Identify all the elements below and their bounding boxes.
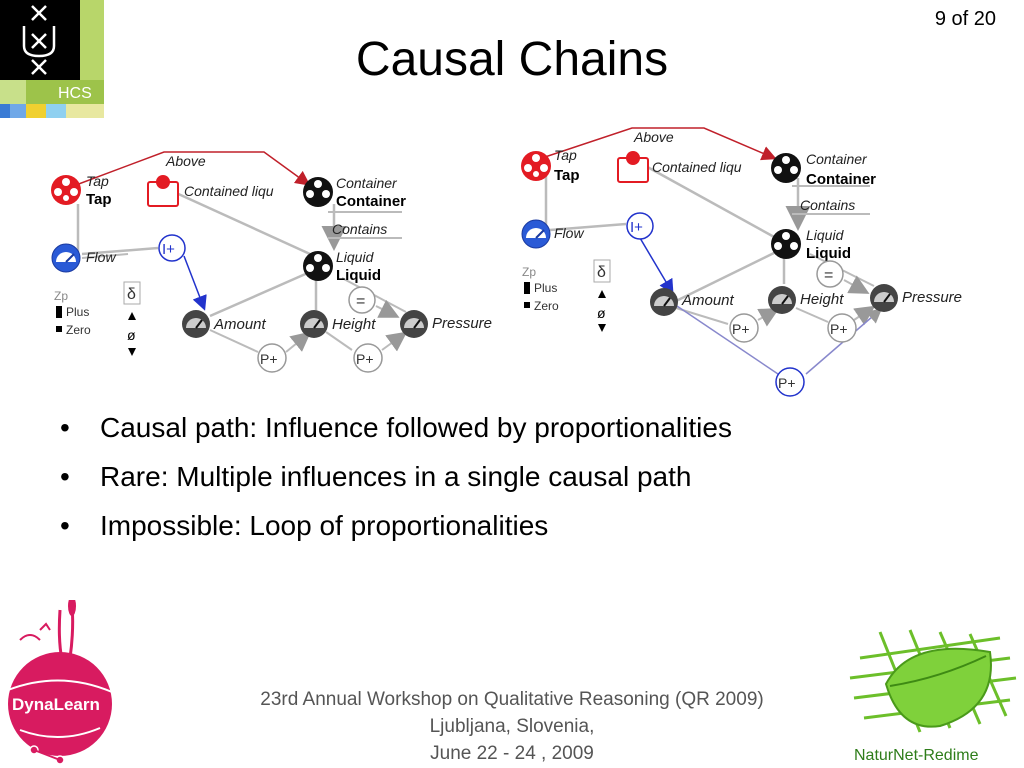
tap-type-label: Tap [554,147,577,163]
prop-label: P+ [830,321,848,337]
bullet-item: Impossible: Loop of proportionalities [60,506,732,555]
container-name-label: Container [806,171,876,188]
prop-label: P+ [778,375,796,391]
flow-quantity-icon [51,243,81,273]
hcs-text: HCS [58,85,92,102]
container-entity-icon [303,177,333,207]
equals-correspondence: = [348,286,376,314]
slide-title: Causal Chains [355,33,669,86]
contains-relation-label: Contains [800,197,855,213]
contained-liquid-label: Contained liqu [652,159,742,175]
height-quantity-icon [300,310,328,338]
pressure-quantity-icon [400,310,428,338]
prop-label: P+ [732,321,750,337]
contains-relation-label: Contains [332,221,387,237]
equals-label: = [356,293,365,310]
proportionality-p-plus: P+ [827,313,857,343]
pressure-label: Pressure [902,289,962,306]
naturnet-text: NaturNet-Redime [854,747,979,764]
above-relation-label: Above [633,129,674,145]
flow-label: Flow [554,225,584,241]
amount-label: Amount [681,292,735,309]
pressure-label: Pressure [432,315,492,332]
tap-entity-icon [521,151,551,181]
footer: 23rd Annual Workshop on Qualitative Reas… [0,686,1024,767]
influence-label: I+ [630,219,643,236]
influence-label: I+ [162,241,175,258]
equals-correspondence: = [816,260,844,288]
hcs-logo: HCS [0,0,104,118]
proportionality-p-plus: P+ [353,343,383,373]
derivative-delta-label: δ [127,286,136,303]
height-label: Height [332,316,376,333]
contained-liquid-icon [617,151,649,183]
influence-i-plus: I+ [626,212,654,240]
pressure-quantity-icon [870,284,898,312]
naturnet-logo: NaturNet-Redime [849,629,1017,764]
tap-type-label: Tap [86,173,109,189]
footer-line-1: 23rd Annual Workshop on Qualitative Reas… [260,689,764,710]
influence-i-plus: I+ [158,234,186,262]
amount-quantity-icon [182,310,210,338]
above-relation-label: Above [165,153,206,169]
qs-plus-label: Plus [534,281,557,295]
tap-entity-icon [51,175,81,205]
qs-zero-label: Zero [534,299,559,313]
proportionality-p-plus: P+ [257,343,287,373]
liquid-name-label: Liquid [336,267,381,284]
derivative-delta-label: δ [597,264,606,281]
liquid-type-label: Liquid [336,249,375,265]
flow-label: Flow [86,249,116,265]
bullet-item: Causal path: Influence followed by propo… [60,408,732,457]
causal-diagram-left: Tap Tap Above Contained liqu Container C… [51,151,492,373]
height-label: Height [800,291,844,308]
contained-liquid-icon [147,175,179,207]
container-type-label: Container [336,175,398,191]
container-name-label: Container [336,193,406,210]
container-type-label: Container [806,151,868,167]
footer-line-3: June 22 - 24 , 2009 [430,743,594,764]
bullet-list: Causal path: Influence followed by propo… [60,408,732,555]
dynalearn-text: DynaLearn [12,695,100,714]
causal-diagram-right: Tap Tap Above Contained liqu Container C… [521,127,962,397]
bullet-item: Rare: Multiple influences in a single ca… [60,457,732,506]
liquid-entity-icon [771,229,801,259]
equals-label: = [824,267,833,284]
dynalearn-logo: DynaLearn [7,600,113,765]
qs-plus-label: Plus [66,305,89,319]
qs-zp-label: Zp [522,265,536,279]
qs-zp-label: Zp [54,289,68,303]
container-entity-icon [771,153,801,183]
liquid-entity-icon [303,251,333,281]
page-counter: 9 of 20 [934,8,996,30]
amount-quantity-icon [650,288,678,316]
amount-label: Amount [213,316,267,333]
flow-quantity-icon [521,219,551,249]
proportionality-p-plus: P+ [729,313,759,343]
contained-liquid-label: Contained liqu [184,183,274,199]
prop-label: P+ [260,351,278,367]
liquid-type-label: Liquid [806,227,845,243]
tap-name-label: Tap [86,191,112,208]
footer-line-2: Ljubljana, Slovenia, [429,716,595,737]
proportionality-p-plus: P+ [775,367,805,397]
prop-label: P+ [356,351,374,367]
liquid-name-label: Liquid [806,245,851,262]
tap-name-label: Tap [554,167,580,184]
qs-zero-label: Zero [66,323,91,337]
derivative-empty-label: ø [597,305,606,321]
derivative-empty-label: ø [127,327,136,343]
height-quantity-icon [768,286,796,314]
